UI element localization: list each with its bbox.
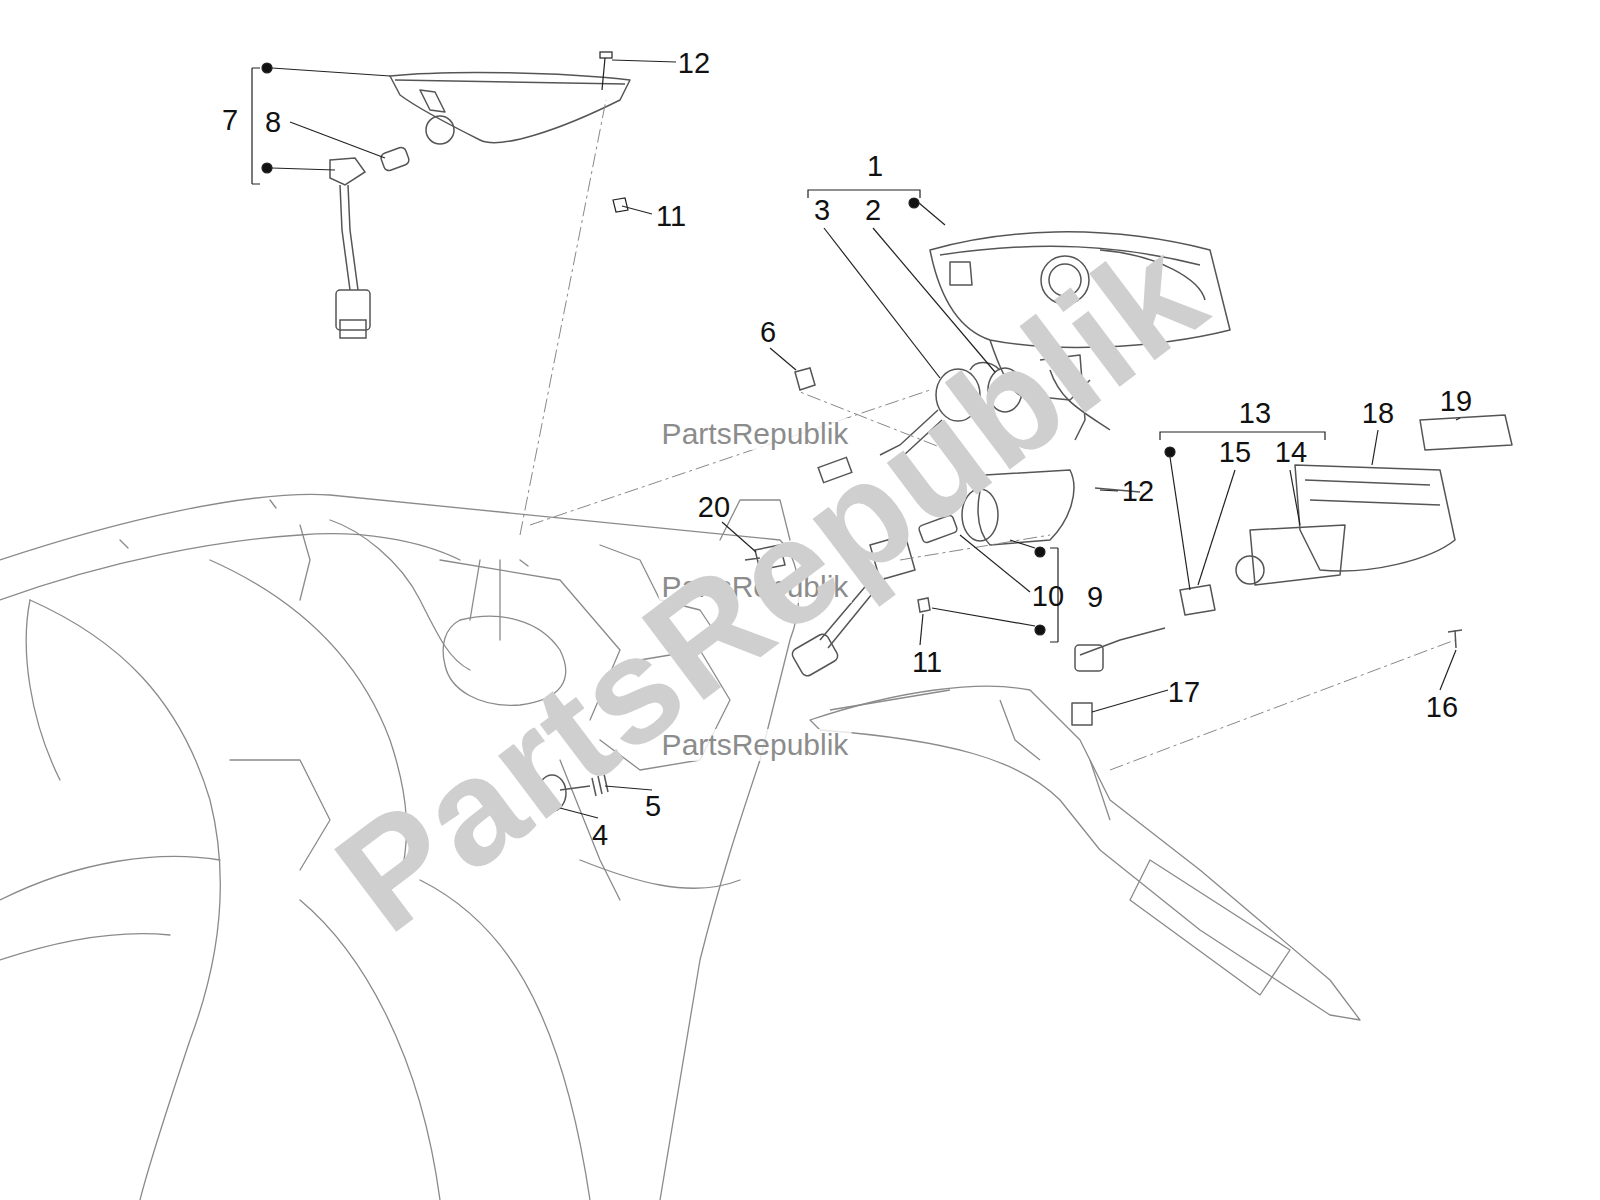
callout-number: 18 xyxy=(1362,399,1394,428)
callout-number: 7 xyxy=(222,106,238,135)
callout-number: 2 xyxy=(865,196,881,225)
rear-fender xyxy=(810,686,1360,1020)
callout-number: 20 xyxy=(698,493,730,522)
callout-number: 8 xyxy=(265,108,281,137)
callout-number: 17 xyxy=(1168,678,1200,707)
plate-light xyxy=(1072,415,1512,725)
callout-number: 9 xyxy=(1087,583,1103,612)
callout-number: 11 xyxy=(656,202,686,231)
side-reflector xyxy=(390,73,630,144)
callout-number: 15 xyxy=(1219,438,1251,467)
callout-number: 5 xyxy=(645,792,661,821)
callout-number: 16 xyxy=(1426,693,1458,722)
callout-number: 6 xyxy=(760,318,776,347)
bulb-wire xyxy=(330,146,410,338)
clip xyxy=(795,368,815,390)
callout-number: 4 xyxy=(592,821,608,850)
callout-number: 14 xyxy=(1275,438,1307,467)
callout-number: 12 xyxy=(1122,477,1154,506)
callout-number: 10 xyxy=(1032,582,1064,611)
callout-number: 13 xyxy=(1239,399,1271,428)
watermark: PartsRepublik xyxy=(659,418,852,450)
callout-number: 1 xyxy=(867,152,883,181)
callout-number: 3 xyxy=(814,196,830,225)
callout-number: 19 xyxy=(1440,387,1472,416)
callout-number: 12 xyxy=(678,49,710,78)
callout-number: 11 xyxy=(912,648,942,677)
